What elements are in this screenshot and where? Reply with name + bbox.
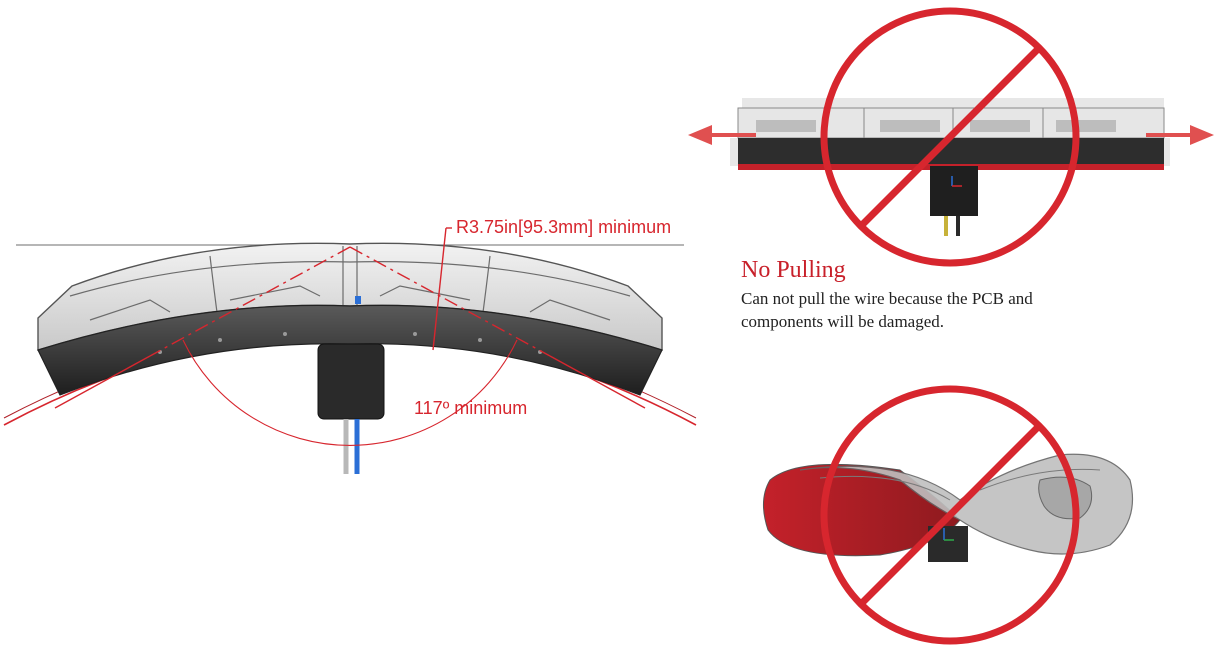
note-title: No Pulling [741, 257, 846, 283]
center-marker [355, 296, 361, 304]
note-body: Can not pull the wire because the PCB an… [741, 289, 1033, 331]
arrow-right-icon [1146, 125, 1214, 145]
angle-label: 117º minimum [414, 398, 527, 418]
no-sign-icon [820, 385, 1080, 645]
lightbar-housing [37, 304, 663, 396]
radius-label: R3.75in[95.3mm] minimum [456, 217, 671, 237]
lens-segments [69, 246, 631, 321]
twisted-bar-illustration [763, 453, 1134, 562]
no-sign-icon [820, 7, 1080, 267]
straight-bar-illustration [730, 98, 1170, 236]
wire-boot [317, 343, 385, 420]
arrow-left-icon [688, 125, 756, 145]
housing-screws [158, 332, 542, 354]
angle-arc [182, 339, 518, 446]
radius-leaders [54, 227, 646, 409]
